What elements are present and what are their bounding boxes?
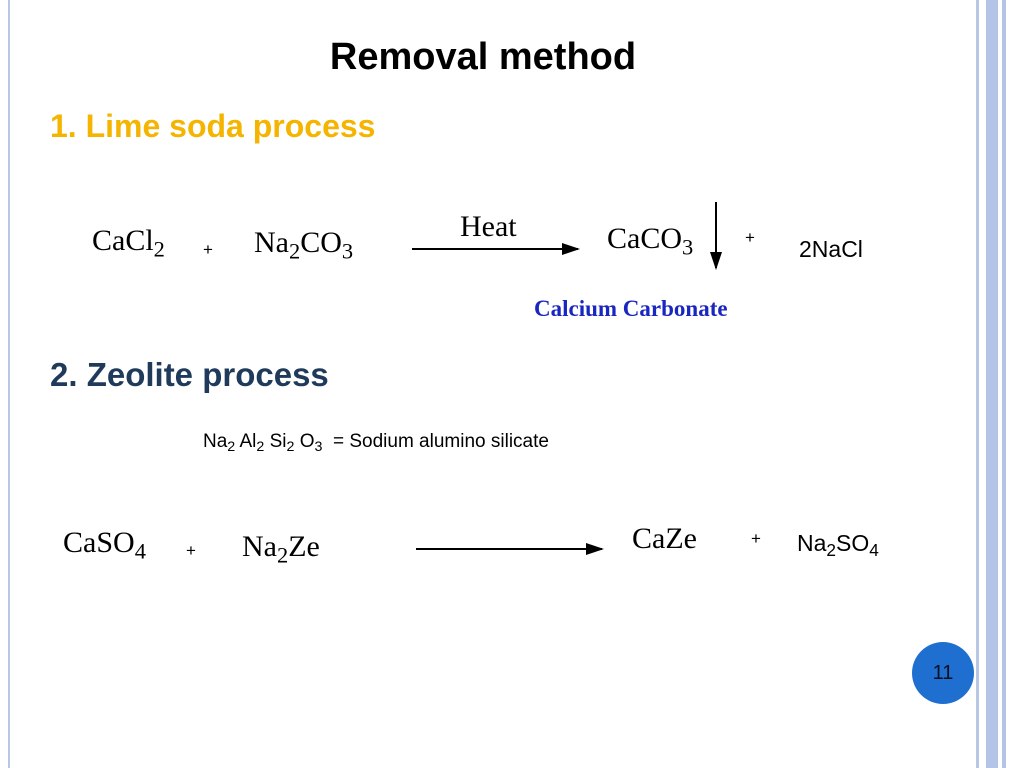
reaction2-product-caze: CaZe <box>632 522 697 555</box>
reaction2-reactant-na2ze: Na2Ze <box>242 530 320 568</box>
reaction1-reactant-na2co3: Na2CO3 <box>254 226 354 264</box>
section-heading-lime-soda: 1. Lime soda process <box>50 108 376 144</box>
calcium-carbonate-label: Calcium Carbonate <box>534 296 728 321</box>
reaction2-plus-2: + <box>751 529 761 548</box>
reaction1-arrow-icon <box>412 243 580 255</box>
reaction1-plus-2: + <box>745 228 755 247</box>
section-heading-zeolite: 2. Zeolite process <box>50 356 329 393</box>
reaction1-plus-1: + <box>203 240 213 259</box>
reaction2-arrow-icon <box>416 543 604 555</box>
right-border-outer-line <box>1002 0 1006 768</box>
slide-title: Removal method <box>329 36 637 78</box>
reaction2-plus-1: + <box>186 541 196 560</box>
reaction1-product-nacl: 2NaCl <box>799 236 863 262</box>
left-border-line <box>8 0 10 768</box>
precipitate-down-arrow-icon <box>710 202 722 270</box>
reaction1-condition-heat: Heat <box>460 210 517 243</box>
reaction2-product-na2so4: Na2SO4 <box>797 530 879 560</box>
reaction2-reactant-caso4: CaSO4 <box>63 526 146 564</box>
reaction1-product-caco3: CaCO3 <box>607 222 694 260</box>
page-number-badge: 11 <box>912 642 974 704</box>
right-border-line <box>976 0 979 768</box>
zeolite-formula: Na2 Al2 Si2 O3 = Sodium alumino silicate <box>203 431 549 455</box>
right-border-band <box>986 0 998 768</box>
reaction1-reactant-cacl2: CaCl2 <box>92 224 165 262</box>
